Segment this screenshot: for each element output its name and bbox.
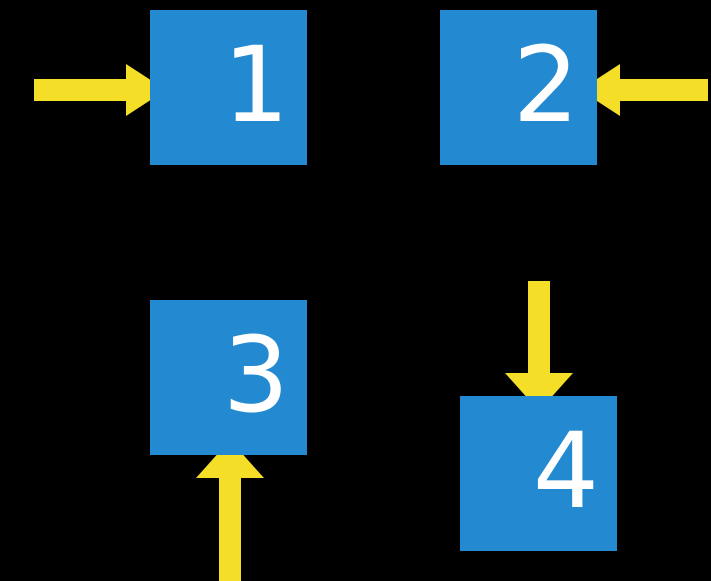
arrow-right-icon [34,64,166,116]
node-box-3[interactable] [150,300,307,455]
arrow-down-into-node-4 [505,281,573,411]
arrow-up-into-node-3 [196,440,264,581]
node-box-1[interactable] [150,10,307,165]
arrow-left-icon [580,64,708,116]
node-label-3: 3 [222,314,290,436]
node-box-2[interactable] [440,10,597,165]
arrow-right-into-node-1 [34,64,166,116]
node-label-1: 1 [222,24,290,146]
arrow-down-icon [505,281,573,411]
arrow-up-icon [196,440,264,581]
node-label-2: 2 [512,24,580,146]
arrow-left-into-node-2 [580,64,708,116]
node-box-4[interactable] [460,396,617,551]
node-label-4: 4 [532,410,600,532]
